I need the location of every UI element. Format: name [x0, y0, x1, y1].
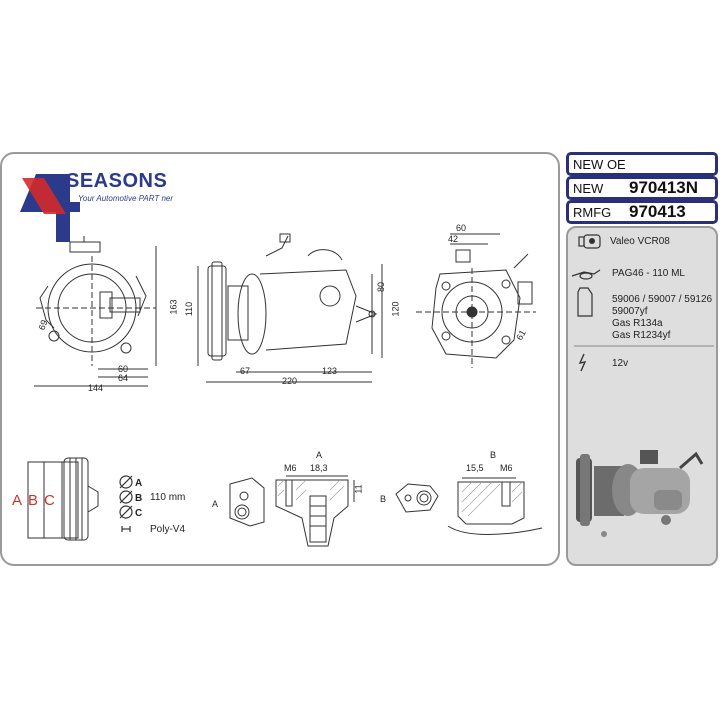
port-b-title: B — [490, 450, 497, 460]
front-d1: 60 — [118, 364, 129, 374]
new-label: NEW — [573, 180, 604, 196]
rmfg-code: 970413 — [629, 202, 686, 221]
lightning-icon — [574, 345, 714, 372]
pulley-label-a: A — [12, 492, 23, 509]
pulley-drawing — [27, 457, 99, 541]
rmfg-code-box: RMFG 970413 — [566, 200, 718, 224]
side-view-drawing — [197, 233, 383, 383]
port-a-title: A — [316, 450, 323, 460]
front-height: 163 — [168, 299, 179, 315]
logo-tagline: Your Automotive PART ner — [78, 194, 174, 203]
new-code-box: NEW 970413N — [566, 176, 718, 200]
gas-r134a: Gas R134a — [612, 318, 663, 329]
port-a-marker: A — [212, 499, 219, 509]
rmfg-label: RMFG — [573, 204, 612, 220]
port-a-distance: 18,3 — [310, 463, 328, 473]
new-oe-label: NEW OE — [573, 156, 626, 172]
port-a-outline — [229, 477, 265, 527]
side-h2: 80 — [376, 281, 387, 293]
front-d2: 64 — [118, 373, 129, 383]
pulley-belt: Poly-V4 — [150, 524, 186, 535]
pulley-diameter-letters: A B C — [135, 476, 142, 521]
side-d2: 123 — [322, 366, 338, 376]
port-a-section — [275, 475, 355, 547]
logo-name: SEASONS — [66, 170, 168, 192]
compressor-type: Valeo VCR08 — [610, 236, 670, 247]
compressor-photo — [576, 450, 704, 537]
diameter-icons — [119, 475, 133, 532]
rear-view-drawing — [416, 233, 536, 368]
side-d1: 67 — [240, 366, 251, 376]
new-code: 970413N — [629, 178, 699, 197]
port-a-height: 11 — [353, 484, 364, 494]
logo-numeral-graphic: 4 — [20, 174, 80, 242]
new-oe-box: NEW OE — [566, 152, 718, 176]
port-b-marker: B — [380, 494, 387, 504]
brand-logo: 4 SEASONS Your Automotive PART ner — [14, 168, 184, 248]
pulley-labels: A B C — [12, 492, 55, 509]
refs-line1: 59006 / 59007 / 59126 — [612, 294, 713, 305]
front-width: 144 — [88, 383, 104, 393]
side-height: 110 — [184, 301, 195, 317]
port-b-outline — [395, 483, 439, 513]
port-b-distance: 15,5 — [466, 463, 484, 473]
refs-line2: 59007yf — [612, 306, 648, 317]
oil-spec: PAG46 - 110 ML — [612, 268, 685, 279]
pulley-diameter: 110 mm — [150, 492, 186, 503]
side-h3: 120 — [390, 301, 401, 317]
voltage: 12v — [612, 358, 629, 369]
pulley-label-b: B — [28, 492, 39, 509]
compressor-icon — [578, 234, 601, 249]
rear-d2: 42 — [448, 234, 459, 244]
diameter-b: B — [135, 493, 143, 504]
rear-d1: 60 — [456, 223, 467, 233]
front-view-drawing — [34, 236, 157, 387]
pulley-label-c: C — [44, 492, 55, 509]
spec-panel — [566, 226, 718, 566]
oil-can-icon — [571, 269, 601, 317]
diameter-c: C — [135, 508, 143, 519]
gas-r1234yf: Gas R1234yf — [612, 330, 671, 341]
side-length: 220 — [282, 376, 298, 386]
port-b-thread: M6 — [500, 463, 513, 473]
port-b-section — [447, 477, 543, 535]
diameter-a: A — [135, 478, 143, 489]
port-a-thread: M6 — [284, 463, 297, 473]
